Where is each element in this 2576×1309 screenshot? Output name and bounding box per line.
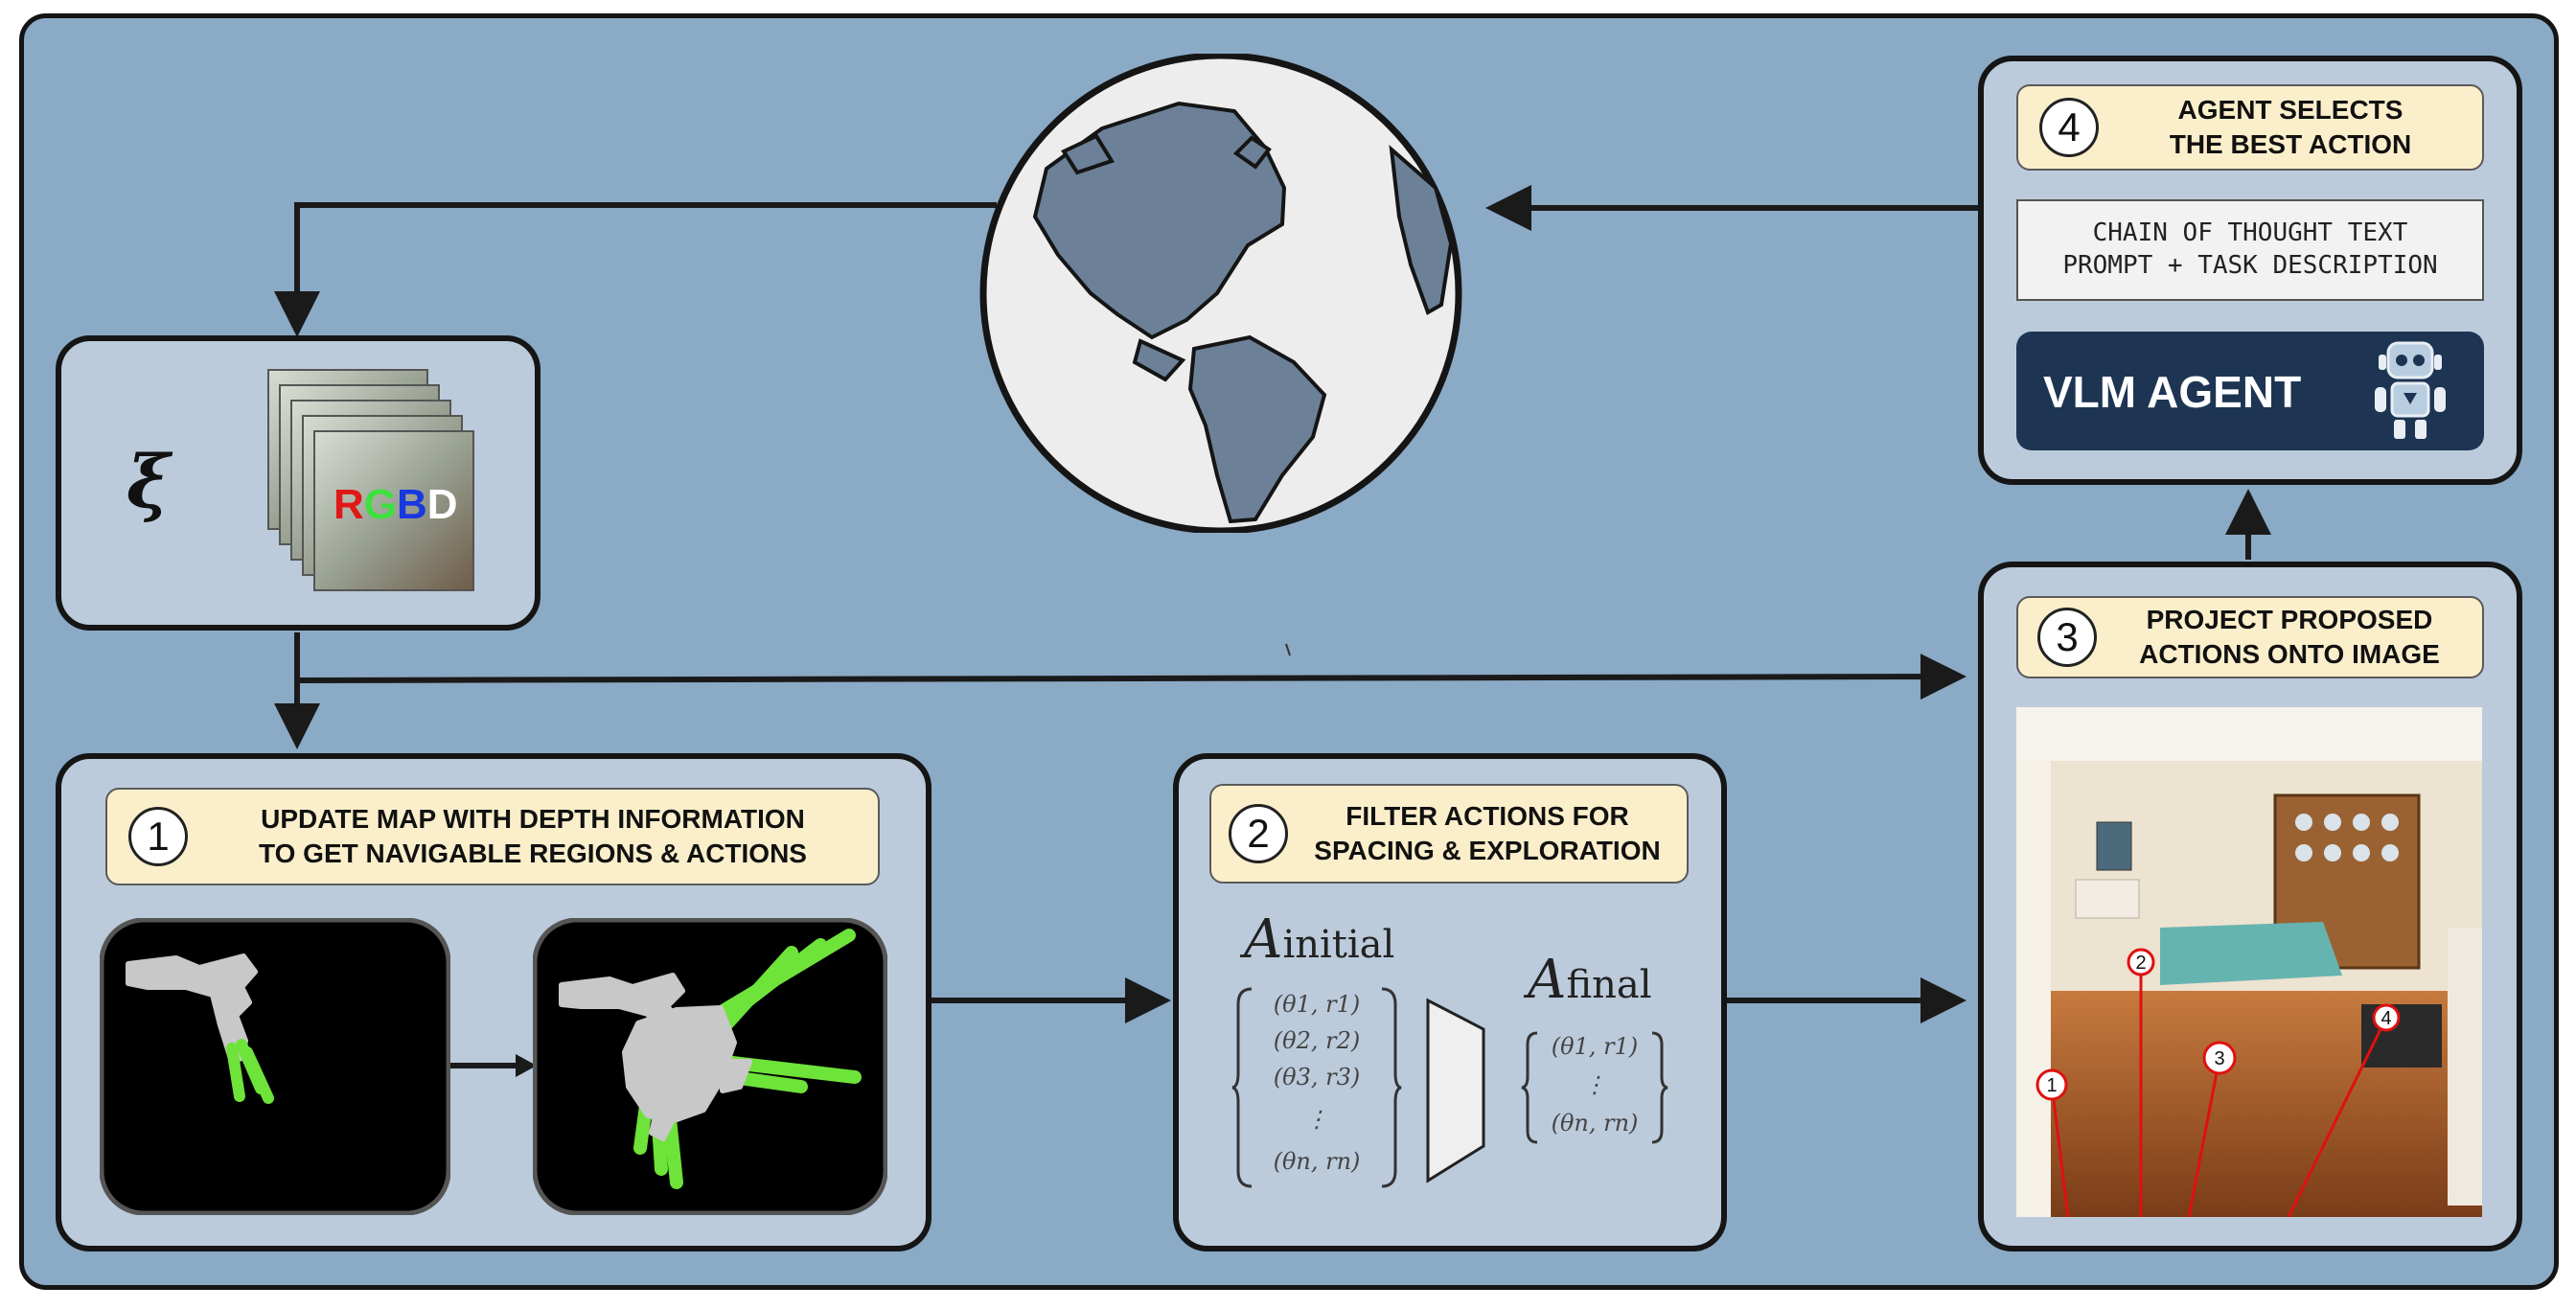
step1-label: 1 UPDATE MAP WITH DEPTH INFORMATION TO G… [105, 788, 880, 885]
a-initial-item-3: (θ3, r3) [1273, 1064, 1361, 1091]
step2-title: FILTER ACTIONS FOR SPACING & EXPLORATION [1314, 801, 1661, 865]
prompt-text: CHAIN OF THOUGHT TEXT PROMPT + TASK DESC… [2062, 218, 2438, 280]
a-initial-braces [1231, 987, 1402, 1188]
a-final-braces [1521, 1031, 1668, 1144]
rgbd-r: R [334, 481, 364, 528]
a-initial-item-5: (θn, rn) [1273, 1148, 1361, 1175]
a-initial-item-2: (θ2, r2) [1273, 1027, 1361, 1054]
step4-label: 4 AGENT SELECTS THE BEST ACTION [2016, 84, 2484, 171]
depth-map-before [100, 918, 450, 1215]
a-initial-item-1: (θ1, r1) [1273, 991, 1361, 1018]
step1-number: 1 [128, 807, 188, 866]
a-final-letter: A [1528, 949, 1567, 1011]
rgbd-d: D [426, 481, 458, 528]
a-initial-letter: A [1244, 908, 1283, 971]
action-marker-4: 4 [2380, 1008, 2391, 1029]
action-marker-1: 1 [2046, 1075, 2057, 1096]
rgbd-b: B [397, 481, 427, 528]
filter-funnel-icon [1426, 998, 1485, 1183]
a-final-item-2: ⋮ [1583, 1071, 1606, 1098]
step3-label: 3 PROJECT PROPOSED ACTIONS ONTO IMAGE [2016, 596, 2484, 678]
action-marker-2: 2 [2135, 953, 2146, 974]
rgbd-label: RGBD [334, 481, 458, 529]
xi-symbol: ξ [126, 439, 171, 524]
a-initial-symbol: Ainitial [1244, 908, 1394, 971]
a-final-symbol: Afinal [1528, 949, 1652, 1011]
map-update-arrow [450, 1054, 537, 1077]
step4-title: AGENT SELECTS THE BEST ACTION [2169, 95, 2412, 159]
projected-actions-image: 1 2 3 4 [2016, 707, 2482, 1217]
vlm-agent-label: VLM AGENT [2043, 367, 2302, 417]
robot-icon [2375, 341, 2446, 439]
step2-number: 2 [1229, 804, 1288, 863]
depth-map-after [533, 918, 887, 1215]
a-final-item-3: (θn, rn) [1551, 1110, 1639, 1137]
action-marker-3: 3 [2214, 1048, 2224, 1069]
a-initial-subscript: initial [1282, 923, 1395, 967]
rgbd-frame-stack [267, 369, 474, 591]
step3-title: PROJECT PROPOSED ACTIONS ONTO IMAGE [2139, 605, 2440, 669]
rgbd-g: G [363, 481, 398, 528]
globe-icon [979, 54, 1462, 533]
step2-label: 2 FILTER ACTIONS FOR SPACING & EXPLORATI… [1209, 784, 1689, 884]
a-final-item-1: (θ1, r1) [1551, 1033, 1639, 1060]
arrow-sensor-to-step3 [296, 654, 1966, 700]
step1-title: UPDATE MAP WITH DEPTH INFORMATION TO GET… [259, 804, 807, 868]
step4-number: 4 [2039, 98, 2099, 157]
a-final-subscript: final [1566, 963, 1652, 1007]
prompt-box [2016, 199, 2484, 301]
arrow-world-to-sensor [274, 202, 997, 337]
stray-mark [1285, 643, 1291, 656]
a-initial-item-4: ⋮ [1305, 1106, 1328, 1133]
step3-number: 3 [2037, 608, 2097, 667]
